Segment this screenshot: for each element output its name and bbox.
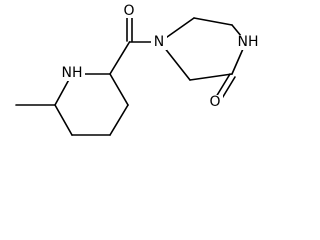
- atom-lactam-oxygen: O: [207, 94, 223, 110]
- carbonyl-oxygen-label: O: [123, 3, 134, 19]
- atom-carbonyl-oxygen: O: [122, 3, 136, 19]
- molecule-diagram: O N NH O NH: [15, 3, 260, 136]
- piperazine-nh-label: NH: [238, 34, 259, 50]
- bond-pip-c3-c2: [109, 73, 129, 106]
- bond-lactam-double-b: [220, 76, 236, 101]
- piperidine-nh-label: NH: [62, 65, 83, 81]
- bond-pip-c4-c3: [109, 104, 129, 136]
- bond-lactam-double-a: [215, 73, 231, 98]
- bond-c2-c3: [189, 73, 233, 81]
- lactam-oxygen-label: O: [209, 94, 220, 110]
- structure-svg: O N NH O NH: [15, 3, 260, 136]
- atom-piperazine-nh: NH: [236, 34, 260, 50]
- bond-pip-c6-c5: [54, 104, 73, 136]
- bond-carbonyl-to-piperidine: [109, 41, 131, 75]
- piperazine-n4-label: N: [154, 34, 164, 50]
- atom-piperidine-nh: NH: [61, 65, 85, 81]
- atom-piperazine-n4: N: [151, 34, 167, 50]
- bond-c5-c6: [193, 17, 233, 26]
